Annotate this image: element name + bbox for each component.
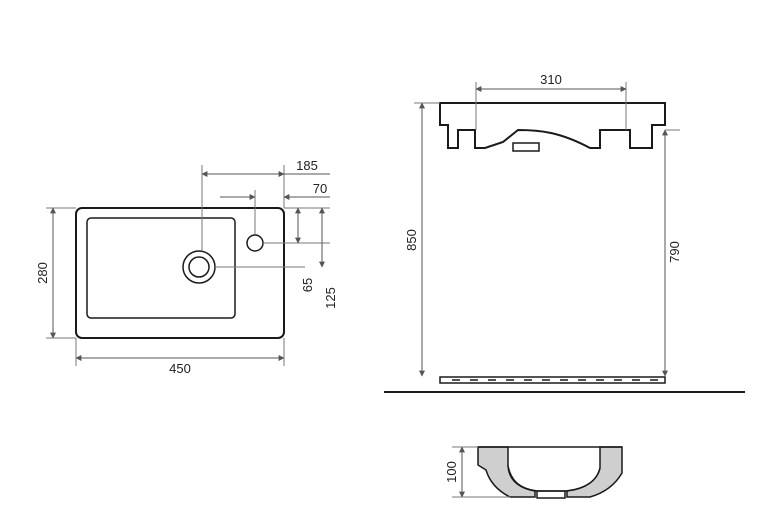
drain-inner — [188, 256, 210, 278]
dim-70: 70 — [313, 181, 327, 196]
bowl-outline — [86, 217, 236, 319]
basin-outline — [75, 207, 285, 339]
dim-850: 850 — [404, 229, 419, 251]
dim-125: 125 — [323, 287, 338, 309]
dim-310: 310 — [540, 72, 562, 87]
dim-450: 450 — [169, 361, 191, 376]
section-view: 100 — [444, 446, 623, 499]
basin-front-profile — [439, 102, 666, 149]
section-drain — [536, 490, 566, 499]
dim-790: 790 — [667, 241, 682, 263]
dim-185: 185 — [296, 158, 318, 173]
dim-65: 65 — [300, 278, 315, 292]
top-view: 185 70 280 450 65 125 — [35, 158, 338, 376]
dim-280: 280 — [35, 262, 50, 284]
front-view: 310 850 790 — [384, 72, 745, 393]
drain-outlet — [512, 142, 540, 152]
plinth — [439, 376, 666, 384]
dim-100: 100 — [444, 461, 459, 483]
section-left-wall — [477, 446, 536, 498]
